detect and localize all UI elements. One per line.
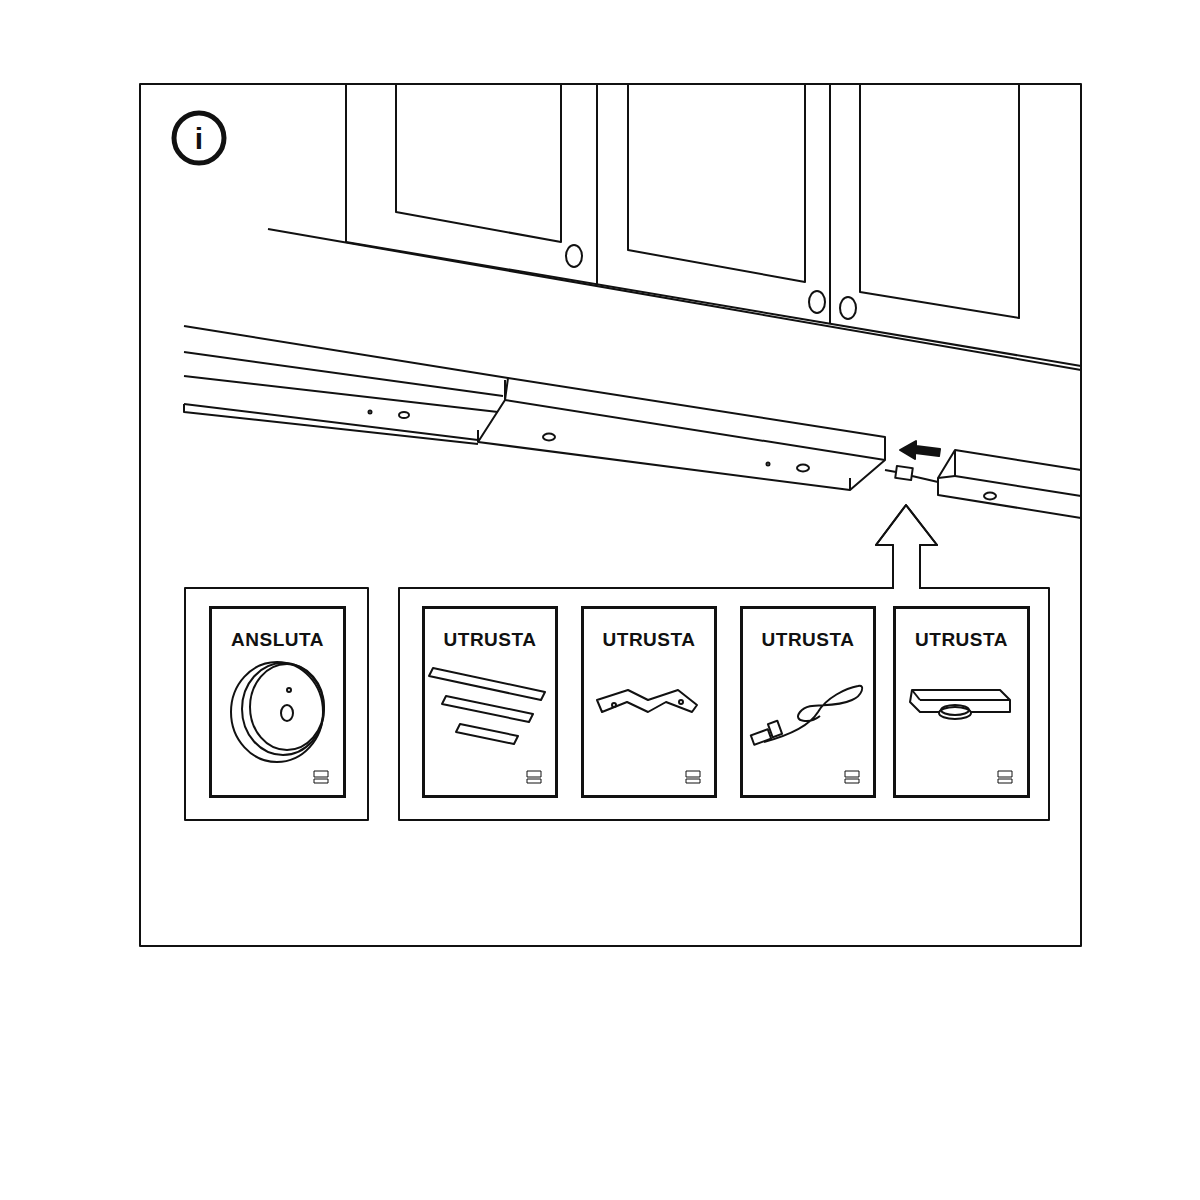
- product-card: UTRUSTA: [581, 606, 717, 798]
- card-title: ANSLUTA: [212, 629, 343, 651]
- product-card: UTRUSTA: [740, 606, 876, 798]
- product-card: UTRUSTA: [893, 606, 1030, 798]
- page-frame: [140, 84, 1081, 946]
- card-title: UTRUSTA: [584, 629, 714, 651]
- power-cable: [751, 686, 862, 745]
- group-box: [399, 588, 1049, 820]
- light-strips: [184, 326, 1081, 518]
- brand-mark: [314, 771, 1012, 783]
- card-title: UTRUSTA: [896, 629, 1027, 651]
- strip-lights: [429, 668, 545, 744]
- wall-cabinets: [268, 84, 1081, 370]
- group-box: [185, 588, 368, 820]
- info-symbol: i: [195, 124, 203, 154]
- card-title: UTRUSTA: [743, 629, 873, 651]
- product-card: ANSLUTA: [209, 606, 346, 798]
- pointer-arrow: [876, 505, 937, 588]
- corner-connector: [597, 690, 697, 712]
- driver-unit: [910, 690, 1010, 719]
- card-title: UTRUSTA: [425, 629, 555, 651]
- info-circle: [174, 113, 224, 163]
- product-card: UTRUSTA: [422, 606, 558, 798]
- puck-light: [231, 662, 324, 762]
